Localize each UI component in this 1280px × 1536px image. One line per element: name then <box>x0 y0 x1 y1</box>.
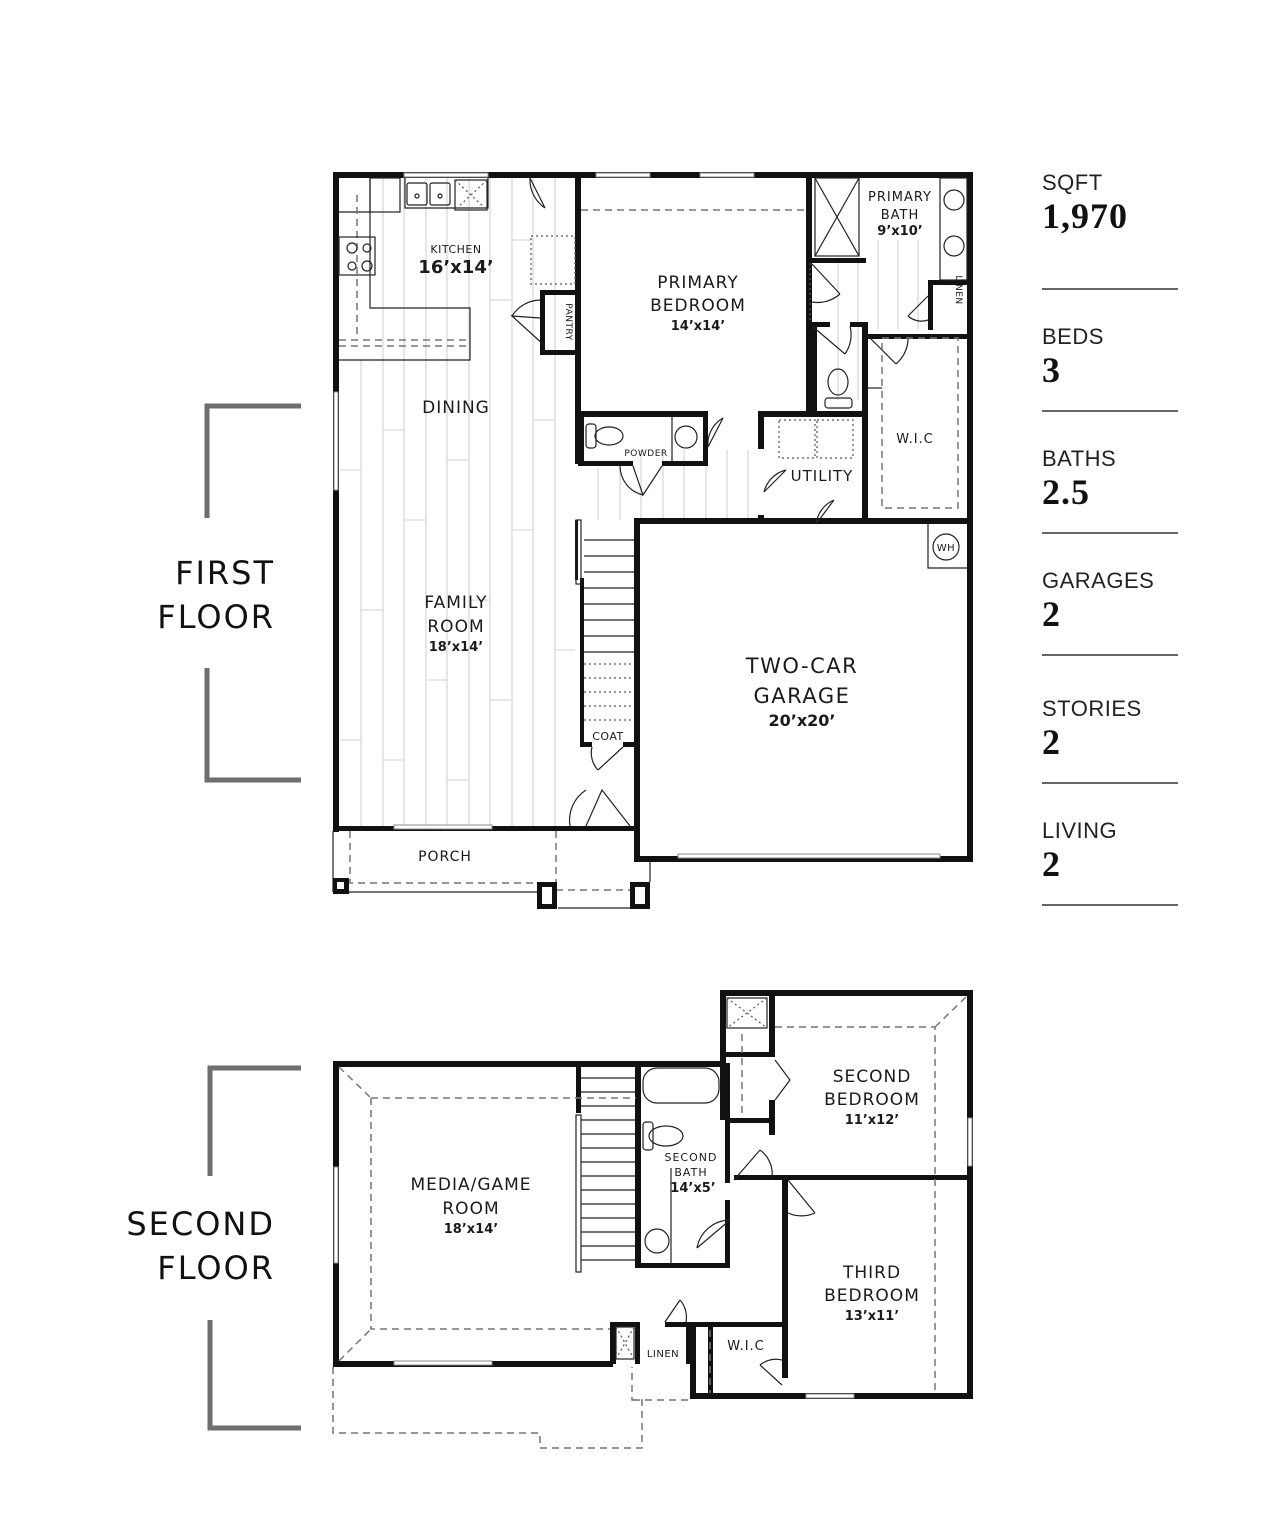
stairs <box>575 519 634 721</box>
doors <box>510 177 929 827</box>
water-heater: WH <box>927 524 967 569</box>
stat-label: BEDS <box>1042 324 1104 349</box>
dining-label: DINING <box>422 398 490 418</box>
powder-label: POWDER <box>624 449 667 459</box>
second-wic-label: W.I.C <box>727 1339 765 1354</box>
washer-dryer-icon <box>778 419 854 459</box>
powder-sink-icon <box>671 417 698 461</box>
vanity-sink-icon <box>939 177 968 281</box>
stat-sqft: SQFT 1,970 <box>1042 168 1178 290</box>
powder-toilet-icon <box>585 423 624 449</box>
lower-roof-outline <box>332 1367 690 1449</box>
primary-bedroom-label-2: BEDROOM <box>650 296 746 316</box>
windows <box>333 172 941 859</box>
tray-ceiling <box>338 995 968 1393</box>
coat-label: COAT <box>592 730 624 743</box>
utility-label: UTILITY <box>791 467 854 485</box>
stat-baths: BATHS 2.5 <box>1042 412 1178 534</box>
third-bedroom-label-2: BEDROOM <box>824 1286 920 1306</box>
sink-icon <box>406 182 451 206</box>
stat-living: LIVING 2 <box>1042 784 1178 906</box>
toilet-icon <box>824 368 853 409</box>
primary-bath-label-2: BATH <box>881 208 920 223</box>
family-room-dims: 18’x14’ <box>429 640 483 655</box>
primary-bedroom-label-1: PRIMARY <box>657 273 738 293</box>
second-bath-label-1: SECOND <box>665 1151 718 1164</box>
second-bath-dims: 14’x5’ <box>670 1181 715 1196</box>
kitchen-label: KITCHEN <box>430 243 481 256</box>
stat-value: 2 <box>1042 722 1061 762</box>
second-windows <box>333 1117 973 1399</box>
family-room-label-2: ROOM <box>427 617 484 637</box>
first-floor-labels: KITCHEN 16’x14’ PANTRY DINING FAMILY ROO… <box>418 190 963 865</box>
second-floor-plan: MEDIA/GAME ROOM 18’x14’ SECOND BATH 14’x… <box>332 990 973 1449</box>
pantry-label: PANTRY <box>563 303 573 340</box>
kitchen-fixtures <box>338 178 576 361</box>
home-stats: SQFT 1,970 BEDS 3 BATHS 2.5 GARAGES 2 ST… <box>1042 168 1178 906</box>
second-bedroom-label-2: BEDROOM <box>824 1090 920 1110</box>
garage-label-2: GARAGE <box>754 684 851 708</box>
first-floor-plan: WH KITCHEN 16’x14’ PANTRY DINING FAMILY … <box>332 172 973 909</box>
water-heater-label: WH <box>937 543 955 554</box>
stat-label: SQFT <box>1042 170 1103 195</box>
primary-bath-dims: 9’x10’ <box>877 224 922 239</box>
second-floor-label-2: FLOOR <box>157 1249 275 1287</box>
second-bath-fixtures <box>615 997 816 1393</box>
media-room-dims: 18’x14’ <box>444 1222 498 1237</box>
refrigerator-icon <box>530 235 576 285</box>
kitchen-dims: 16’x14’ <box>418 257 493 278</box>
porch-label: PORCH <box>418 849 472 865</box>
first-floor-label-2: FLOOR <box>157 598 275 636</box>
porch <box>332 831 651 909</box>
second-bedroom-label-1: SECOND <box>833 1067 912 1087</box>
second-floor-labels: MEDIA/GAME ROOM 18’x14’ SECOND BATH 14’x… <box>410 1067 920 1360</box>
second-linen-label: LINEN <box>647 1349 679 1360</box>
third-bedroom-label-1: THIRD <box>842 1263 901 1283</box>
third-bedroom-dims: 13’x11’ <box>845 1309 899 1324</box>
stat-value: 3 <box>1042 350 1061 390</box>
primary-bedroom-dims: 14’x14’ <box>671 319 725 334</box>
media-room-label-1: MEDIA/GAME <box>410 1175 531 1195</box>
stat-label: GARAGES <box>1042 568 1155 593</box>
stat-value: 2 <box>1042 594 1061 634</box>
range-icon <box>338 236 376 276</box>
second-stairs <box>575 1077 635 1273</box>
first-floor-label-1: FIRST <box>175 554 275 592</box>
stat-value: 2.5 <box>1042 472 1090 512</box>
wic-label: W.I.C <box>896 432 934 447</box>
stat-garages: GARAGES 2 <box>1042 534 1178 656</box>
stat-stories: STORIES 2 <box>1042 656 1178 784</box>
second-interior-walls <box>576 996 973 1399</box>
stat-value: 1,970 <box>1042 196 1128 236</box>
linen-label: LINEN <box>953 275 963 304</box>
stat-label: LIVING <box>1042 818 1118 843</box>
second-bedroom-dims: 11’x12’ <box>845 1113 899 1128</box>
second-floor-bracket: SECOND FLOOR <box>126 1065 301 1431</box>
stat-label: BATHS <box>1042 446 1117 471</box>
family-room-label-1: FAMILY <box>424 593 487 613</box>
garage-label-1: TWO-CAR <box>745 654 858 678</box>
stat-value: 2 <box>1042 844 1061 884</box>
second-floor-label-1: SECOND <box>126 1205 275 1243</box>
dishwasher-icon <box>454 179 488 211</box>
stat-label: STORIES <box>1042 696 1142 721</box>
first-floor-bracket: FIRST FLOOR <box>157 403 301 783</box>
plank-floor <box>340 178 919 826</box>
interior-walls <box>369 172 973 747</box>
bath-fixtures <box>581 177 968 509</box>
primary-bath-label-1: PRIMARY <box>868 190 932 205</box>
stat-beds: BEDS 3 <box>1042 290 1178 412</box>
garage-dims: 20’x20’ <box>768 711 835 730</box>
media-room-label-2: ROOM <box>442 1199 499 1219</box>
second-bath-label-2: BATH <box>674 1166 707 1179</box>
